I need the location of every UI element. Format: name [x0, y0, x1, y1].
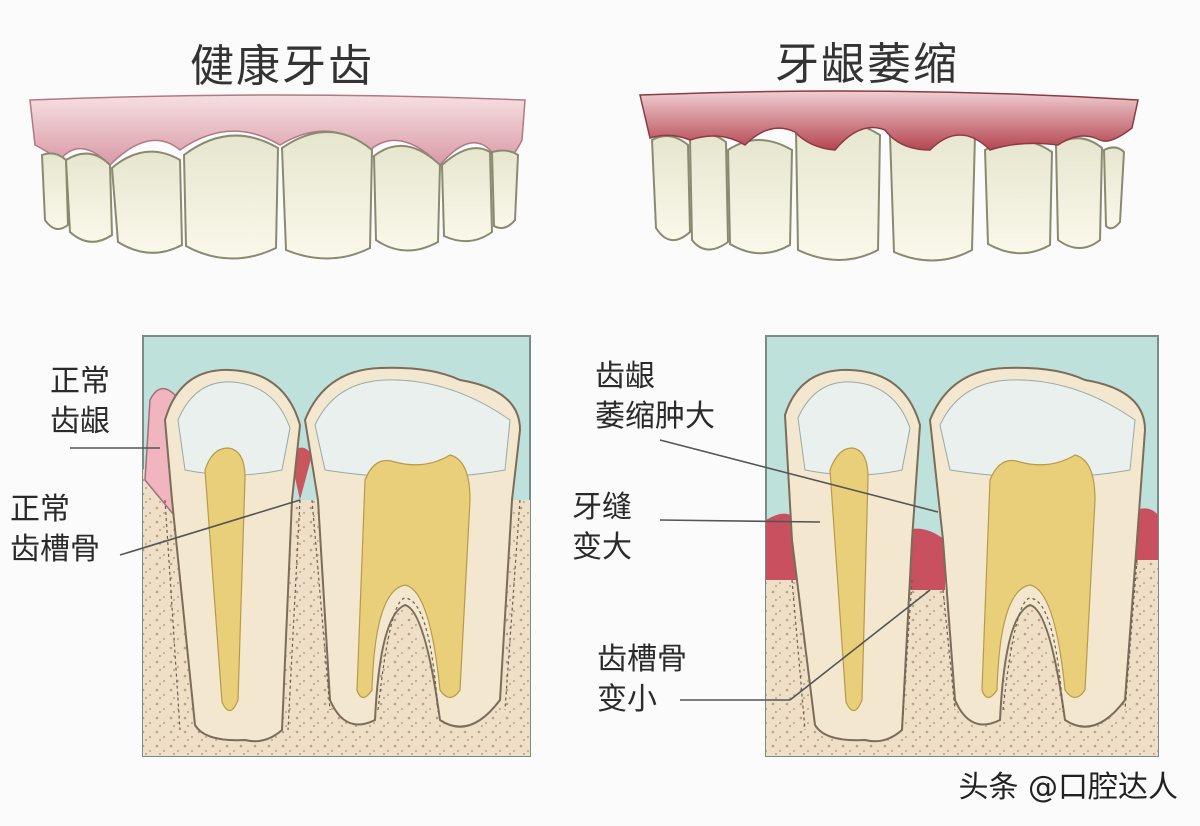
receded-teeth-illustration	[639, 90, 1139, 262]
healthy-teeth-illustration	[29, 94, 526, 260]
label-normal-gum: 正常 齿龈	[50, 364, 110, 439]
label-gap: 牙缝 变大	[572, 490, 632, 565]
receded-gum-title: 牙龈萎缩	[775, 39, 959, 90]
leader-normal-bone	[119, 499, 301, 556]
label-gum-recession: 齿龈 萎缩肿大	[595, 359, 715, 434]
receded-teeth-row	[650, 120, 1126, 262]
label-bone-loss: 齿槽骨 变小	[597, 642, 687, 717]
leader-gum-recession	[659, 439, 939, 513]
leader-lines	[70, 439, 939, 701]
leader-gap	[659, 519, 821, 523]
leader-bone-loss-d	[789, 589, 931, 701]
healthy-teeth-row	[40, 131, 520, 260]
healthy-teeth-title: 健康牙齿	[190, 41, 374, 92]
watermark-text: 头条 @口腔达人	[958, 770, 1178, 805]
receded-gum	[639, 90, 1139, 151]
label-normal-bone: 正常 齿槽骨	[10, 492, 100, 567]
healthy-cross-section	[142, 335, 531, 757]
receded-cross-section	[765, 335, 1159, 757]
